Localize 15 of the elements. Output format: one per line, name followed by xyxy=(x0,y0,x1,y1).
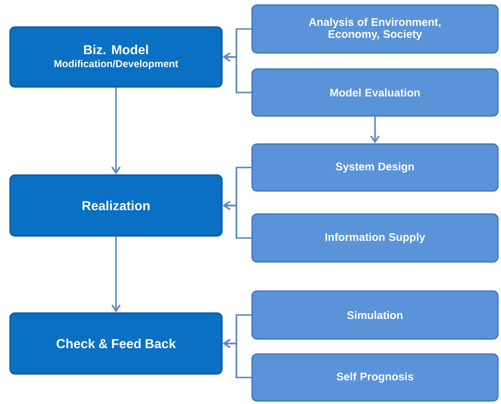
task-box: Self Prognosis xyxy=(251,353,499,402)
process-box: Biz. Model Modification/Development xyxy=(9,26,223,88)
arrow xyxy=(370,116,380,144)
task-box: Model Evaluation xyxy=(251,68,499,117)
arrow xyxy=(111,236,121,312)
process-box: Check & Feed Back xyxy=(9,312,223,375)
arrow xyxy=(111,88,121,174)
task-box: Analysis of Environment, Economy, Society xyxy=(251,4,499,54)
task-box: System Design xyxy=(251,143,499,192)
arrow xyxy=(222,338,252,378)
arrow xyxy=(222,52,252,94)
task-box: Information Supply xyxy=(251,213,499,263)
process-box: Realization xyxy=(9,174,223,237)
task-box: Simulation xyxy=(251,290,499,340)
arrow xyxy=(222,200,252,239)
